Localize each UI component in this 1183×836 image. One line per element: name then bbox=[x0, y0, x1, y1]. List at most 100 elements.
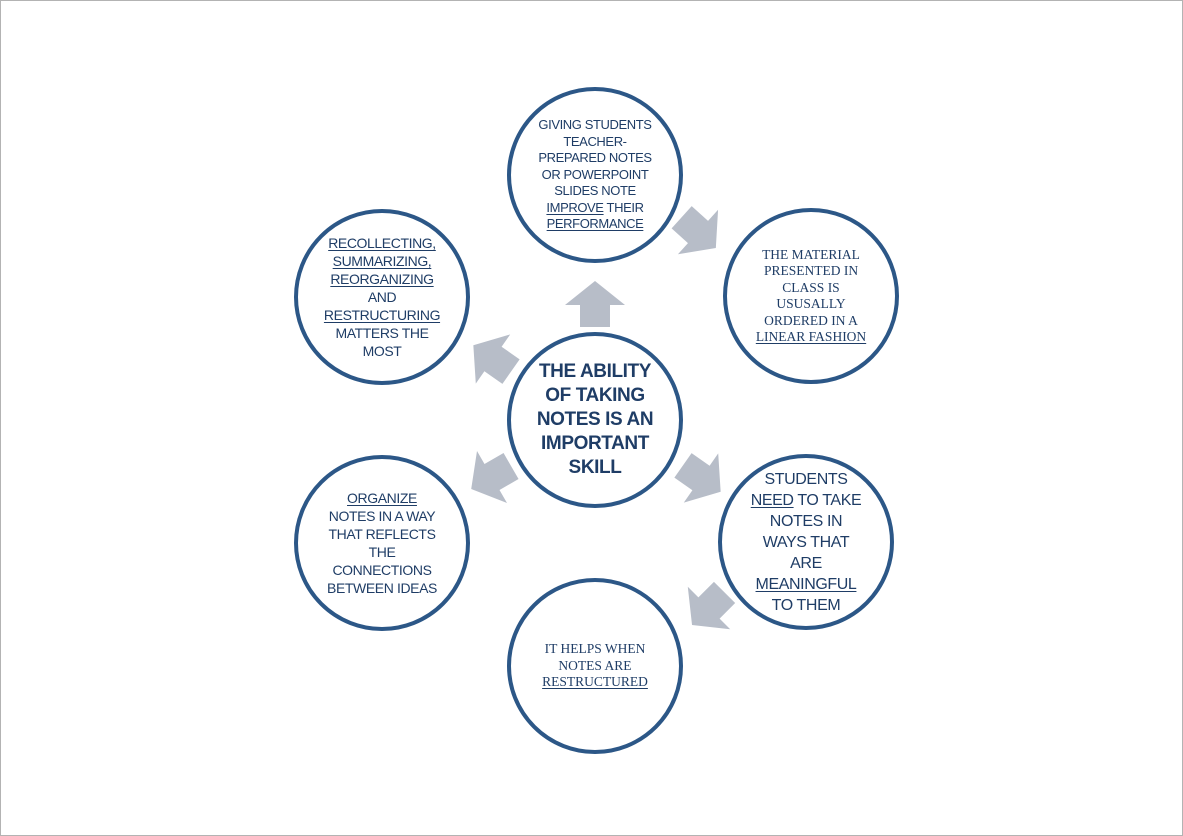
text-segment: BETWEEN IDEAS bbox=[327, 580, 437, 596]
center-line: OF TAKING bbox=[545, 385, 645, 406]
underlined-text: IMPROVE bbox=[546, 199, 604, 215]
text-segment: USUSALLY bbox=[776, 296, 846, 311]
node-lower-left: ORGANIZE NOTES IN A WAY THAT REFLECTS THE CO… bbox=[294, 455, 470, 631]
text-segment: NOTES ARE bbox=[558, 657, 632, 673]
text-segment: WAYS THAT bbox=[762, 533, 850, 551]
node-text-line: THE bbox=[327, 543, 437, 561]
node-text-line: MOST bbox=[324, 342, 440, 360]
text-segment: NOTES IN bbox=[769, 512, 843, 530]
center-line: SKILL bbox=[568, 457, 622, 478]
node-text-line: SLIDES NOTE bbox=[538, 183, 651, 200]
node-text-line: LINEAR FASHION bbox=[756, 329, 866, 346]
text-segment: THEIR bbox=[603, 199, 644, 215]
node-text-line: NOTES IN A WAY bbox=[327, 507, 437, 525]
text-segment: NOTES IN A WAY bbox=[328, 508, 436, 524]
node-text-line: STUDENTS bbox=[751, 469, 862, 490]
node-text-line: ARE bbox=[751, 553, 862, 574]
underlined-text: LINEAR FASHION bbox=[755, 329, 867, 344]
node-text-line: BETWEEN IDEAS bbox=[327, 579, 437, 597]
node-text-line: PREPARED NOTES bbox=[538, 150, 652, 167]
underlined-text: MEANINGFUL bbox=[755, 575, 857, 593]
node-text-line: RECOLLECTING, bbox=[324, 234, 440, 252]
text-segment: TEACHER- bbox=[563, 133, 627, 149]
text-segment: TO THEM bbox=[771, 596, 841, 614]
center-line: NOTES IS AN bbox=[536, 409, 654, 430]
node-text-line: CONNECTIONS bbox=[327, 561, 437, 579]
node-text-line: RESTRUCTURED bbox=[542, 674, 648, 691]
underlined-text: RESTRUCTURING bbox=[323, 307, 441, 323]
node-text-line: IT HELPS WHEN bbox=[542, 641, 648, 658]
arrow-to-top bbox=[565, 281, 625, 327]
node-text-line: SUMMARIZING, bbox=[324, 252, 440, 270]
center-node-text: THE ABILITY OF TAKING NOTES IS AN IMPORT… bbox=[536, 360, 654, 480]
text-segment: TO TAKE bbox=[793, 491, 862, 509]
node-text-line: RESTRUCTURING bbox=[323, 306, 441, 324]
text-segment: AND bbox=[367, 289, 397, 305]
text-segment: PREPARED NOTES bbox=[538, 150, 652, 166]
arrow-top-to-upper-right bbox=[671, 206, 719, 255]
text-segment: PRESENTED IN bbox=[763, 263, 859, 278]
text-segment: MATTERS THE bbox=[335, 325, 429, 341]
text-segment: GIVING STUDENTS bbox=[538, 117, 652, 133]
center-line: IMPORTANT bbox=[541, 433, 649, 454]
text-segment: SLIDES NOTE bbox=[554, 183, 636, 199]
node-text-line: ORDERED IN A bbox=[756, 313, 866, 330]
arrow-lower-right-to-bottom bbox=[687, 581, 736, 630]
node-text-line: OR POWERPOINT bbox=[538, 167, 651, 184]
underlined-text: SUMMARIZING, bbox=[332, 253, 432, 269]
node-text-line: AND bbox=[324, 288, 440, 306]
node-text-line: MEANINGFUL bbox=[751, 574, 862, 595]
node-text-line: ORGANIZE bbox=[327, 489, 437, 507]
underlined-text: RESTRUCTURED bbox=[542, 674, 648, 690]
text-segment: CLASS IS bbox=[782, 279, 840, 295]
node-text-line: CLASS IS bbox=[756, 280, 866, 297]
text-segment: STUDENTS bbox=[764, 470, 848, 488]
node-text-line: TEACHER- bbox=[538, 134, 651, 151]
text-segment: THAT REFLECTS bbox=[328, 526, 436, 542]
underlined-text: NEED bbox=[750, 491, 794, 509]
text-segment: MOST bbox=[362, 343, 402, 359]
node-text-line: NEED TO TAKE bbox=[751, 490, 862, 511]
underlined-text: RECOLLECTING, bbox=[328, 235, 436, 251]
node-text-line: GIVING STUDENTS bbox=[538, 117, 652, 134]
text-segment: ARE bbox=[790, 554, 822, 572]
center-node: THE ABILITY OF TAKING NOTES IS AN IMPORT… bbox=[507, 332, 683, 508]
node-text-line: NOTES ARE bbox=[542, 658, 648, 675]
node-text-line: NOTES IN bbox=[751, 511, 862, 532]
node-text-line: MATTERS THE bbox=[324, 324, 440, 342]
node-lower-left-text: ORGANIZE NOTES IN A WAY THAT REFLECTS THE CO… bbox=[327, 489, 437, 597]
arrow-to-lower-left bbox=[471, 451, 519, 503]
text-segment: THE bbox=[368, 544, 396, 560]
node-text-line: REORGANIZING bbox=[324, 270, 440, 288]
node-upper-left-text: RECOLLECTING, SUMMARIZING, REORGANIZING AND… bbox=[323, 234, 441, 360]
text-segment: THE MATERIAL bbox=[762, 246, 860, 262]
underlined-text: PERFORMANCE bbox=[546, 216, 644, 232]
node-text-line: PERFORMANCE bbox=[538, 216, 651, 233]
node-text-line: THAT REFLECTS bbox=[327, 525, 437, 543]
underlined-text: ORGANIZE bbox=[347, 490, 417, 506]
node-text-line: PRESENTED IN bbox=[756, 263, 866, 280]
node-text-line: WAYS THAT bbox=[751, 532, 862, 553]
node-text-line: IMPROVE THEIR bbox=[538, 200, 651, 217]
node-text-line: TO THEM bbox=[751, 595, 862, 616]
arrow-to-lower-right bbox=[674, 453, 721, 503]
center-line: THE ABILITY bbox=[538, 361, 652, 382]
text-segment: IT HELPS WHEN bbox=[544, 641, 646, 657]
text-segment: OR POWERPOINT bbox=[541, 166, 649, 182]
underlined-text: REORGANIZING bbox=[330, 271, 434, 287]
node-upper-left: RECOLLECTING, SUMMARIZING, REORGANIZING AND… bbox=[294, 209, 470, 385]
node-text-line: THE MATERIAL bbox=[756, 247, 866, 264]
node-text-line: USUSALLY bbox=[756, 296, 866, 313]
text-segment: CONNECTIONS bbox=[332, 562, 432, 578]
text-segment: ORDERED IN A bbox=[764, 312, 858, 328]
